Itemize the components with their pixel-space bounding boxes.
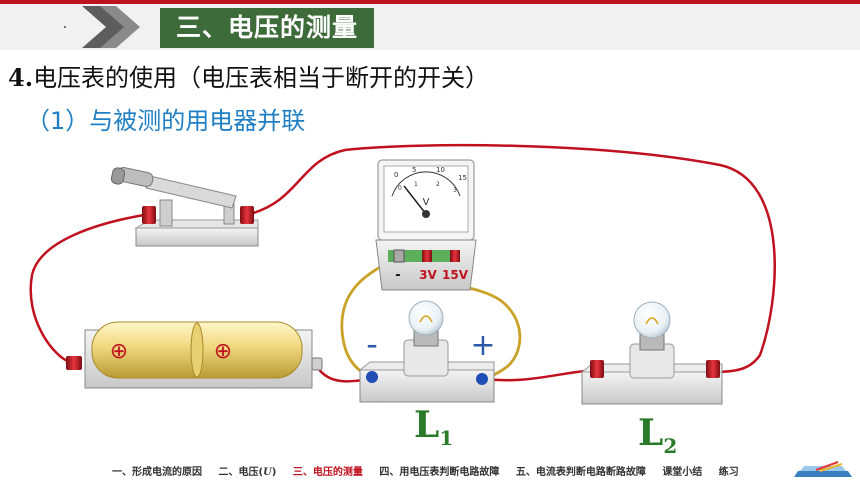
lamp-l2 xyxy=(580,301,723,405)
battery-pack xyxy=(66,321,323,389)
section-title: 三、电压的测量 xyxy=(160,8,374,48)
meter-scale-bottom-0: 0 xyxy=(398,185,402,192)
nav-item-ammeter-fault[interactable]: 五、电流表判断电路断路故障 xyxy=(515,467,646,478)
nav-item-summary[interactable]: 课堂小结 xyxy=(662,467,703,478)
terminal-3v-label: 3V xyxy=(419,268,437,282)
decor-dot xyxy=(64,26,66,28)
nav-item-voltage-text: 二、电压( xyxy=(218,467,264,478)
meter-scale-bottom-2: 2 xyxy=(436,181,440,188)
nav-item-practice[interactable]: 练习 xyxy=(718,467,739,478)
top-accent-line xyxy=(0,0,860,4)
heading-number: 4. xyxy=(8,63,34,92)
lamp-l1-label: L1 xyxy=(414,404,453,450)
lamp-l1-subscript: 1 xyxy=(439,426,454,451)
page-heading: 4.电压表的使用（电压表相当于断开的开关） xyxy=(8,58,489,93)
polarity-minus: - xyxy=(366,325,378,363)
knife-switch xyxy=(110,167,259,247)
lamp-l1-letter: L xyxy=(414,404,440,446)
terminal-15v-label: 15V xyxy=(442,268,469,282)
lamp-l2-letter: L xyxy=(638,412,664,454)
nav-items: 一、形成电流的原因 二、电压(U) 三、电压的测量 四、用电压表判断电路故障 五… xyxy=(112,463,752,478)
meter-scale-bottom-1: 1 xyxy=(414,181,418,188)
book-logo-icon xyxy=(794,461,852,477)
lamp-l2-subscript: 2 xyxy=(663,434,678,459)
polarity-plus: + xyxy=(470,328,495,363)
nav-item-voltage[interactable]: 二、电压(U) xyxy=(218,467,276,478)
terminal-minus-label: - xyxy=(395,268,400,283)
meter-scale-top-3: 15 xyxy=(458,174,467,182)
heading-text: 电压表的使用（电压表相当于断开的开关） xyxy=(33,64,490,92)
lamp-l1 xyxy=(358,300,495,403)
meter-scale-bottom-3: 3 xyxy=(453,187,457,194)
voltmeter xyxy=(375,159,477,291)
meter-scale-top-2: 10 xyxy=(436,166,445,174)
meter-unit: V xyxy=(423,197,430,208)
battery-plus-icon-2: ⊕ xyxy=(214,339,232,364)
top-bar xyxy=(0,0,860,50)
meter-scale-top-0: 0 xyxy=(394,171,398,179)
nav-item-measurement[interactable]: 三、电压的测量 xyxy=(292,467,363,478)
lamp-l2-label: L2 xyxy=(638,412,677,458)
battery-plus-icon: ⊕ xyxy=(110,339,128,364)
nav-item-voltage-symbol: U xyxy=(263,467,272,478)
chevron-arrow-icon xyxy=(82,6,140,48)
subheading: （1）与被测的用电器并联 xyxy=(26,107,306,135)
nav-item-voltage-close: ) xyxy=(271,467,277,478)
nav-item-voltmeter-fault[interactable]: 四、用电压表判断电路故障 xyxy=(379,467,500,478)
meter-scale-top-1: 5 xyxy=(412,166,416,174)
nav-item-current-cause[interactable]: 一、形成电流的原因 xyxy=(112,467,202,478)
bottom-nav: 一、形成电流的原因 二、电压(U) 三、电压的测量 四、用电压表判断电路故障 五… xyxy=(0,459,860,481)
